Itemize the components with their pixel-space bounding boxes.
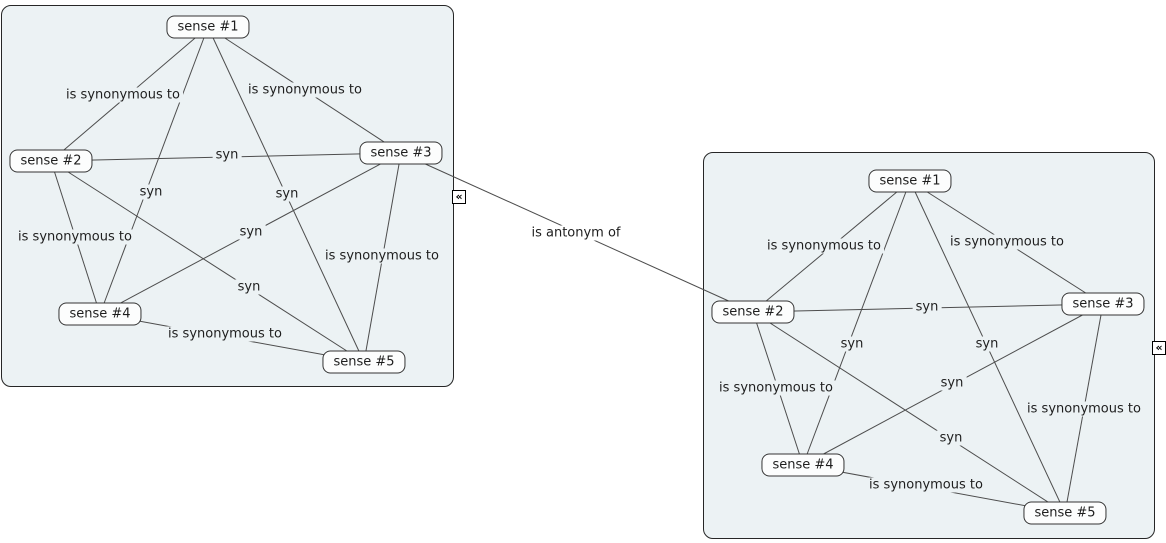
edge-label-L3-L5: is synonymous to	[322, 248, 442, 264]
sense-node-label: sense #3	[1072, 296, 1134, 312]
sense-node-left-2[interactable]: sense #2	[9, 149, 93, 173]
edge-label-R2-R5: syn	[936, 430, 966, 446]
edge-label-L2-L4: is synonymous to	[15, 229, 135, 245]
edge-label-L1-L5: syn	[272, 186, 302, 202]
sense-node-right-2[interactable]: sense #2	[711, 300, 795, 324]
sense-node-left-5[interactable]: sense #5	[322, 350, 406, 374]
edge-label-R1-R3: is synonymous to	[947, 234, 1067, 250]
edge-label-R1-R4: syn	[837, 336, 867, 352]
edge-label-R3-R5: is synonymous to	[1024, 401, 1144, 417]
edge-label-L2-L3: syn	[212, 147, 242, 163]
sense-node-label: sense #5	[333, 354, 395, 370]
sense-node-label: sense #2	[20, 153, 82, 169]
antonym-edge-label: is antonym of	[528, 225, 624, 241]
sense-node-label: sense #2	[722, 304, 784, 320]
edge-line-L2-L5	[50, 160, 365, 363]
edge-line-L1-L4	[99, 26, 209, 315]
sense-node-right-4[interactable]: sense #4	[761, 453, 845, 477]
sense-node-left-3[interactable]: sense #3	[359, 141, 443, 165]
edge-label-R2-R4: is synonymous to	[716, 380, 836, 396]
edge-label-L1-L3: is synonymous to	[245, 82, 365, 98]
sense-node-label: sense #5	[1034, 505, 1096, 521]
edge-line-R1-R4	[802, 180, 911, 466]
sense-node-right-5[interactable]: sense #5	[1023, 501, 1107, 525]
edge-label-R1-R5: syn	[972, 336, 1002, 352]
sense-node-label: sense #3	[370, 145, 432, 161]
edge-label-L3-L4: syn	[236, 224, 266, 240]
sense-node-right-3[interactable]: sense #3	[1061, 292, 1145, 316]
edge-line-R2-R5	[752, 311, 1066, 514]
sense-node-label: sense #4	[772, 457, 834, 473]
edge-label-L1-L2: is synonymous to	[63, 87, 183, 103]
sense-node-right-1[interactable]: sense #1	[868, 169, 952, 193]
sense-node-label: sense #1	[879, 173, 941, 189]
sense-node-left-1[interactable]: sense #1	[166, 15, 250, 39]
edge-label-R1-R2: is synonymous to	[764, 238, 884, 254]
edge-label-L4-L5: is synonymous to	[165, 326, 285, 342]
edge-label-R3-R4: syn	[937, 375, 967, 391]
sense-node-label: sense #1	[177, 19, 239, 35]
collapse-icon-left[interactable]: «	[452, 190, 466, 204]
collapse-icon-right[interactable]: «	[1152, 341, 1166, 355]
edge-label-R4-R5: is synonymous to	[866, 477, 986, 493]
edge-label-R2-R3: syn	[912, 299, 942, 315]
sense-node-left-4[interactable]: sense #4	[58, 302, 142, 326]
sense-node-label: sense #4	[69, 306, 131, 322]
edge-label-L1-L4: syn	[136, 184, 166, 200]
edge-label-L2-L5: syn	[234, 279, 264, 295]
